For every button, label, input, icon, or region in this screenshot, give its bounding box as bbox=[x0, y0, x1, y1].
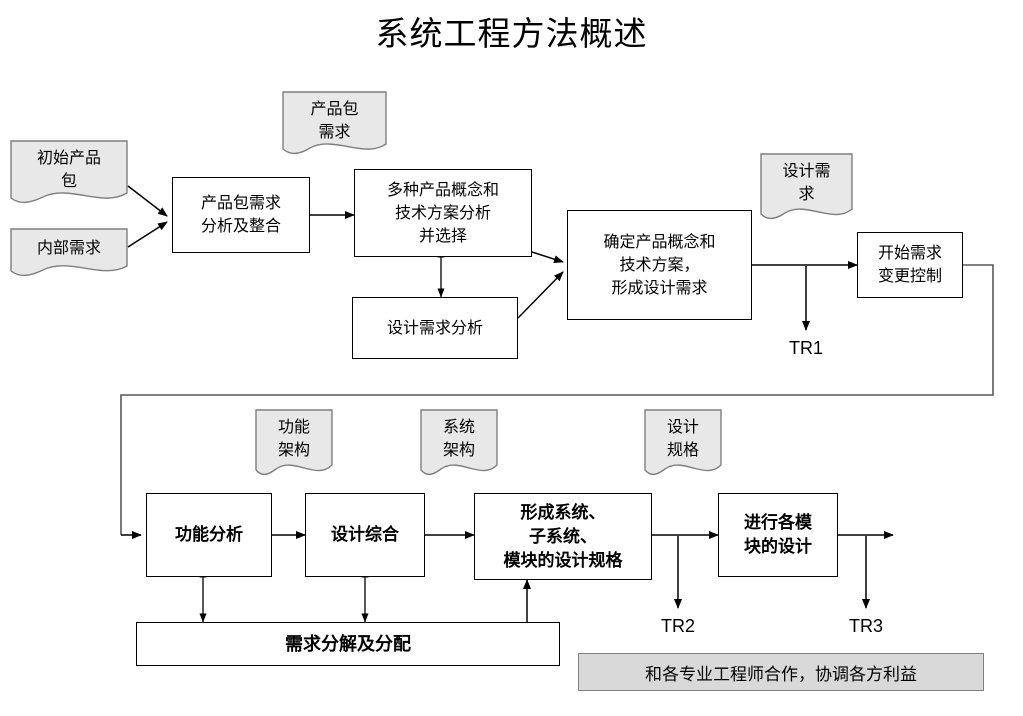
document-shape bbox=[282, 91, 387, 155]
input-internal-requirement-label: 内部需求 bbox=[36, 240, 101, 257]
milestone-tr2-label: TR2 bbox=[660, 616, 695, 636]
process-start-change-control-label: 开始需求 变更控制 bbox=[877, 245, 942, 285]
doc-design-specification[interactable]: 设计 规格 bbox=[644, 409, 722, 481]
collaboration-note: 和各专业工程师合作，协调各方利益 bbox=[578, 653, 984, 691]
process-confirm-concept-tech-label: 确定产品概念和 技术方案， 形成设计需求 bbox=[603, 233, 716, 297]
process-form-design-spec-label: 形成系统、 子系统、 模块的设计规格 bbox=[503, 502, 623, 570]
process-package-requirement-analysis[interactable]: 产品包需求 分析及整合 bbox=[172, 177, 310, 253]
process-requirement-decomposition-label: 需求分解及分配 bbox=[285, 634, 411, 654]
process-confirm-concept-tech[interactable]: 确定产品概念和 技术方案， 形成设计需求 bbox=[567, 210, 752, 320]
doc-package-requirement-label: 产品包 需求 bbox=[310, 101, 359, 141]
doc-system-architecture[interactable]: 系统 架构 bbox=[420, 409, 498, 481]
collaboration-note-label: 和各专业工程师合作，协调各方利益 bbox=[645, 664, 917, 684]
process-design-synthesis-label: 设计综合 bbox=[331, 525, 399, 544]
doc-design-specification-label: 设计 规格 bbox=[666, 419, 699, 459]
milestone-tr1: TR1 bbox=[776, 337, 836, 359]
page-title: 系统工程方法概述 bbox=[375, 15, 648, 52]
document-shape bbox=[10, 140, 128, 204]
process-package-requirement-analysis-label: 产品包需求 分析及整合 bbox=[200, 195, 281, 235]
process-module-design[interactable]: 进行各模 块的设计 bbox=[718, 493, 838, 577]
input-initial-package-label: 初始产品 包 bbox=[36, 150, 101, 190]
doc-system-architecture-label: 系统 架构 bbox=[442, 419, 475, 459]
doc-package-requirement[interactable]: 产品包 需求 bbox=[282, 91, 387, 159]
doc-design-requirement[interactable]: 设计需 求 bbox=[760, 153, 853, 225]
process-concept-tech-analysis-label: 多种产品概念和 技术方案分析 并选择 bbox=[386, 181, 499, 245]
milestone-tr1-label: TR1 bbox=[788, 338, 823, 358]
process-design-requirement-analysis[interactable]: 设计需求分析 bbox=[352, 297, 518, 359]
doc-functional-architecture[interactable]: 功能 架构 bbox=[255, 409, 333, 481]
process-functional-analysis-label: 功能分析 bbox=[175, 525, 243, 544]
doc-design-requirement-label: 设计需 求 bbox=[782, 163, 831, 203]
document-shape bbox=[10, 228, 128, 277]
input-initial-package[interactable]: 初始产品 包 bbox=[10, 140, 128, 208]
process-form-design-spec[interactable]: 形成系统、 子系统、 模块的设计规格 bbox=[474, 493, 652, 580]
process-concept-tech-analysis[interactable]: 多种产品概念和 技术方案分析 并选择 bbox=[354, 169, 532, 257]
milestone-tr2: TR2 bbox=[648, 615, 708, 637]
process-requirement-decomposition[interactable]: 需求分解及分配 bbox=[136, 622, 560, 666]
milestone-tr3-label: TR3 bbox=[848, 616, 883, 636]
process-design-requirement-analysis-label: 设计需求分析 bbox=[386, 319, 483, 337]
input-internal-requirement[interactable]: 内部需求 bbox=[10, 228, 128, 280]
document-shape bbox=[760, 153, 853, 220]
process-design-synthesis[interactable]: 设计综合 bbox=[305, 493, 425, 577]
process-module-design-label: 进行各模 块的设计 bbox=[744, 513, 812, 556]
process-functional-analysis[interactable]: 功能分析 bbox=[146, 493, 272, 577]
doc-functional-architecture-label: 功能 架构 bbox=[277, 419, 310, 459]
milestone-tr3: TR3 bbox=[836, 615, 896, 637]
process-start-change-control[interactable]: 开始需求 变更控制 bbox=[857, 232, 963, 298]
